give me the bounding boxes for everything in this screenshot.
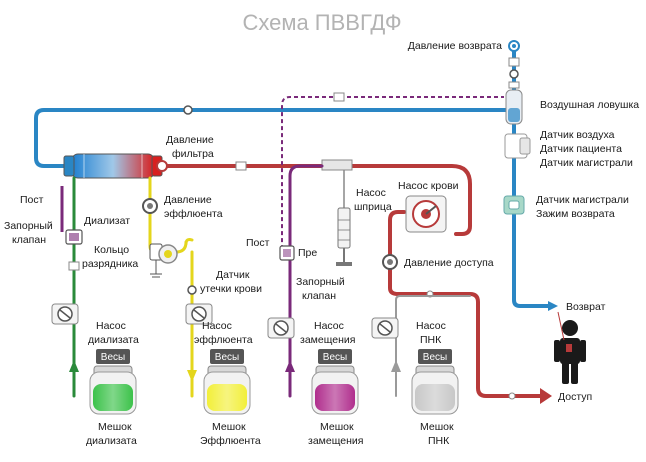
access-pressure-sensor <box>382 254 398 270</box>
label-bag-dialysate-2: диализата <box>86 435 137 447</box>
connector-icon <box>187 285 197 295</box>
label-air-sensor: Датчик воздуха <box>540 129 615 141</box>
label-access: Доступ <box>558 391 592 403</box>
connector-icon <box>508 392 516 400</box>
label-pump-effluent-2: эффлюента <box>194 334 253 346</box>
label-blood-leak-2: утечки крови <box>200 283 262 295</box>
label-bag-pbp-2: ПНК <box>428 435 450 447</box>
label-access-pressure: Давление доступа <box>404 257 494 269</box>
connector-icon <box>509 69 519 79</box>
label-return: Возврат <box>566 301 606 313</box>
label-ring-1: Кольцо <box>94 244 129 256</box>
down-arrow-icon <box>187 370 197 382</box>
syringe-junction <box>321 159 353 208</box>
label-shutoff-mid-2: клапан <box>302 290 336 302</box>
up-arrow-icon <box>391 360 401 372</box>
scales-and-bags: Весы Весы Весы Весы <box>89 349 459 415</box>
line-clip-icon <box>235 161 247 171</box>
label-pump-pbp-1: Насос <box>416 320 446 332</box>
return-clamp <box>503 195 525 215</box>
up-arrow-icon <box>69 360 79 372</box>
bag-replacement: Весы <box>311 349 359 415</box>
label-filter-pressure-2: фильтра <box>172 148 214 160</box>
label-pump-pbp-2: ПНК <box>420 334 442 346</box>
air-trap <box>505 89 523 125</box>
scale-dialysate <box>96 349 130 364</box>
line-clip-icon <box>508 81 520 89</box>
syringe-pump <box>336 207 352 266</box>
label-line-sensor-2: Датчик магистрали <box>536 194 629 206</box>
scale-label: Весы <box>423 352 447 363</box>
label-pump-dialysate-2: диализата <box>88 334 139 346</box>
label-line-sensor: Датчик магистрали <box>540 157 633 169</box>
label-shutoff-1: Запорный <box>4 220 53 232</box>
blue-return-line <box>34 44 550 308</box>
bag-pbp: Весы <box>411 349 459 415</box>
label-pump-dialysate-1: Насос <box>96 320 126 332</box>
label-return-clamp: Зажим возврата <box>536 208 615 220</box>
label-bag-dialysate-1: Мешок <box>98 421 132 433</box>
label-effluent-pressure-1: Давление <box>164 194 212 206</box>
blood-pump <box>405 195 447 233</box>
label-post-left: Пост <box>20 194 44 206</box>
label-bag-pbp-1: Мешок <box>420 421 454 433</box>
return-arrow-icon <box>548 301 558 311</box>
effluent-pressure-sensor <box>142 198 158 214</box>
patient-icon <box>554 311 586 384</box>
scale-label: Весы <box>323 352 347 363</box>
dialysate-shutoff-valve <box>65 229 83 245</box>
purple-dashed-prefilter-line <box>281 96 504 256</box>
red-access-line <box>160 164 542 398</box>
label-bag-replacement-1: Мешок <box>320 421 354 433</box>
filter-pressure-sensor <box>156 160 168 172</box>
label-air-trap: Воздушная ловушка <box>540 99 639 111</box>
scale-label: Весы <box>101 352 125 363</box>
label-blood-pump: Насос крови <box>398 180 459 192</box>
return-pressure-sensor <box>508 40 520 52</box>
label-bag-effluent-2: Эффлюента <box>200 435 261 447</box>
air-sensor-block <box>504 133 531 159</box>
access-arrow-icon <box>540 388 552 404</box>
label-patient-sensor: Датчик пациента <box>540 143 622 155</box>
scale-effluent <box>210 349 244 364</box>
blood-leak-detector <box>158 244 178 264</box>
label-effluent-pressure-2: эффлюента <box>164 208 223 220</box>
label-pump-replacement-1: Насос <box>314 320 344 332</box>
label-ring-2: разрядника <box>82 258 138 270</box>
diagram-title: Схема ПВВГДФ <box>242 10 401 35</box>
label-syringe-pump-1: Насос <box>356 187 386 199</box>
line-clip-icon <box>508 57 520 67</box>
bag-effluent: Весы <box>203 349 251 415</box>
line-clip-icon <box>68 261 80 271</box>
label-shutoff-2: клапан <box>12 234 46 246</box>
label-return-pressure: Давление возврата <box>408 40 502 52</box>
label-shutoff-mid-1: Запорный <box>296 276 345 288</box>
bag-dialysate: Весы <box>89 349 137 415</box>
label-filter-pressure-1: Давление <box>166 134 214 146</box>
label-dialysate: Диализат <box>84 215 130 227</box>
label-bag-replacement-2: замещения <box>308 435 363 447</box>
post-pre-valve <box>279 245 295 261</box>
effluent-pump-icon <box>185 303 213 325</box>
connector-icon <box>183 105 193 115</box>
scale-pbp <box>418 349 452 364</box>
label-blood-leak-1: Датчик <box>216 269 250 281</box>
label-pump-replacement-2: замещения <box>300 334 355 346</box>
label-syringe-pump-2: шприца <box>354 201 392 213</box>
line-clip-icon <box>333 92 345 102</box>
scale-replacement <box>318 349 352 364</box>
label-pump-effluent-1: Насос <box>202 320 232 332</box>
up-arrow-icon <box>285 360 295 372</box>
hemofilter <box>63 153 163 179</box>
pbp-pump-icon <box>371 317 399 339</box>
label-bag-effluent-1: Мешок <box>212 421 246 433</box>
replacement-pump-icon <box>267 317 295 339</box>
scale-label: Весы <box>215 352 239 363</box>
dialysate-pump-icon <box>51 303 79 325</box>
label-pre: Пре <box>298 247 317 259</box>
gray-pbp-line <box>395 295 471 397</box>
label-post-mid: Пост <box>246 237 270 249</box>
purple-replacement-line <box>288 164 324 398</box>
